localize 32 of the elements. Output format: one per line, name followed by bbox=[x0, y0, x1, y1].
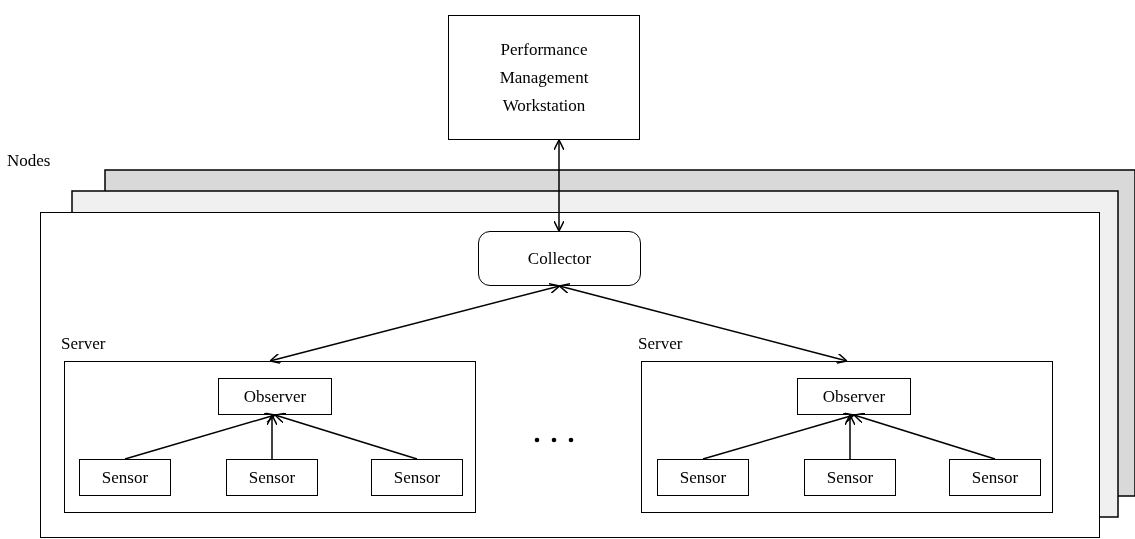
box-label: Performance Management Workstation bbox=[498, 38, 590, 117]
arrow bbox=[702, 412, 855, 460]
box-label: Collector bbox=[527, 247, 592, 270]
process-box bbox=[218, 378, 332, 415]
collector-box bbox=[478, 231, 641, 286]
process-box bbox=[448, 15, 640, 140]
box-label: Sensor bbox=[101, 466, 149, 489]
group-heading: Server bbox=[61, 334, 106, 354]
process-box bbox=[79, 459, 171, 496]
arrow bbox=[124, 412, 276, 460]
process-box bbox=[226, 459, 318, 496]
arrow bbox=[558, 282, 848, 365]
process-box bbox=[797, 378, 911, 415]
arrow bbox=[553, 139, 565, 232]
box-label: Observer bbox=[243, 385, 307, 408]
arrow bbox=[266, 414, 278, 460]
box-label: Sensor bbox=[679, 466, 727, 489]
box-label: Sensor bbox=[393, 466, 441, 489]
box-label: Observer bbox=[822, 385, 886, 408]
process-box bbox=[371, 459, 463, 496]
box-label: Sensor bbox=[971, 466, 1019, 489]
process-box bbox=[949, 459, 1041, 496]
arrow bbox=[853, 412, 996, 460]
process-box bbox=[804, 459, 896, 496]
arrow bbox=[274, 412, 418, 460]
arrow bbox=[269, 282, 561, 365]
group-heading: Server bbox=[638, 334, 683, 354]
box-label: Sensor bbox=[826, 466, 874, 489]
arrow bbox=[844, 414, 856, 460]
group-heading: Nodes bbox=[7, 151, 51, 171]
box-label: Sensor bbox=[248, 466, 296, 489]
process-box bbox=[657, 459, 749, 496]
